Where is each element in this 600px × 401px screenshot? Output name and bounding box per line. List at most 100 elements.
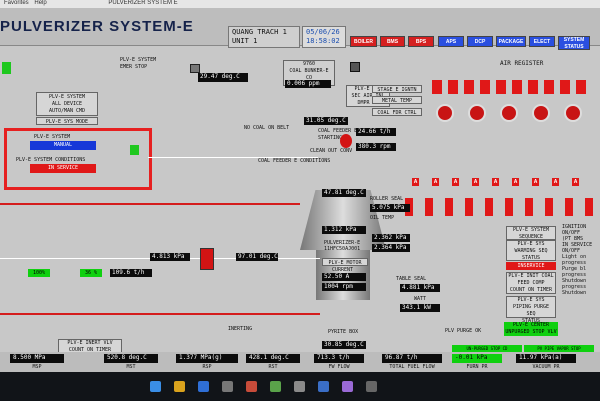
folder-icon[interactable] [174, 381, 185, 392]
all-device-box[interactable]: PLV-E SYSTEM ALL DEVICE AUTO/MAN CMD [36, 92, 98, 116]
no-coal-label: NO COAL ON BELT [244, 125, 290, 131]
app-icon[interactable] [366, 381, 377, 392]
all-device-line: AUTO/MAN CMD [48, 108, 86, 114]
burner-fan-icon[interactable] [436, 104, 454, 122]
app-icon[interactable] [222, 381, 233, 392]
inservice-status[interactable]: INSERVICE [506, 262, 556, 270]
burner-valves[interactable] [405, 198, 595, 216]
watt-value: 343.1 kW [400, 304, 440, 312]
bunker-title: COAL BUNKER-E [289, 68, 329, 74]
manual-mode-button[interactable]: MANUAL [30, 141, 96, 150]
warming-seq-box[interactable]: PLV-E SYS WARMING SEQ STATUS [506, 240, 556, 261]
menu-help[interactable]: Help [34, 0, 47, 6]
feeder-temp-value: 29.47 deg.C [198, 73, 248, 82]
browser-icon[interactable] [198, 381, 209, 392]
pa-damper-icon[interactable] [200, 248, 214, 270]
nav-aps-button[interactable]: APS [438, 36, 464, 47]
plant-name: QUANG TRACH 1 [232, 28, 287, 36]
piping-purge-box[interactable]: PLV-E SYS PIPING PURGE SEQ STATUS [506, 296, 556, 324]
piping-line: STATUS [521, 318, 541, 324]
app-icon[interactable] [294, 381, 305, 392]
in-service-button[interactable]: IN SERVICE [30, 164, 96, 173]
feeder-flow-value: 24.66 t/h [356, 128, 396, 136]
side-note: progress [562, 260, 587, 266]
bottom-status-bar [0, 352, 600, 372]
msp-value: 8.500 MPa [10, 354, 64, 363]
emer-stop-label: EMER STOP [120, 64, 148, 70]
total-fuel-label: TOTAL FUEL FLOW [389, 364, 435, 370]
menu-favorites[interactable]: Favorites [4, 0, 29, 6]
sequence-line: SEQUENCE [518, 234, 544, 240]
burner-fan-icon[interactable] [468, 104, 486, 122]
alarm-a-icon: A [452, 178, 459, 186]
roller-seal-value: 5.075 kPa [370, 204, 410, 212]
mill-dp-value: 1.312 kPa [322, 226, 366, 234]
vacuum-pr-label: VACUUM PR [532, 364, 560, 370]
side-note: Purge bl [562, 266, 587, 272]
burner-fan-icon[interactable] [500, 104, 518, 122]
table-seal-label: TABLE SEAL [396, 276, 427, 282]
nav-system-status-button[interactable]: SYSTEM STATUS [558, 36, 590, 50]
mill-motor-label[interactable]: PLV-E MOTOR [322, 258, 368, 266]
mill-val-b: 2.364 kPa [372, 244, 410, 252]
pipe-vapor-stop: PV PIPE VAPOR STOP [524, 345, 594, 352]
nav-dcp-button[interactable]: DCP [467, 36, 493, 47]
coal-fdr-ctrl-box[interactable]: COAL FDR CTRL [372, 108, 422, 116]
burner-fan-icon[interactable] [564, 104, 582, 122]
screen-title: PULVERIZER SYSTEM-E [0, 18, 194, 35]
center-line: PLV-E CENTER [512, 322, 550, 328]
sequence-notes: IGNITION ON/OFF (PT BMS IN SERVICE ON/OF… [562, 224, 600, 348]
nav-package-button[interactable]: PACKAGE [496, 36, 526, 47]
side-note: Shutdown [562, 290, 587, 296]
init-coal-line: PLV-E INIT COAL [508, 273, 554, 279]
rst-label: RST [268, 364, 278, 370]
burner-fan-icon[interactable] [532, 104, 550, 122]
warming-line: PLV-E SYS [517, 241, 545, 247]
coal-feeder-cond-line[interactable]: COAL FEEDER E CONDITIONS [258, 158, 331, 164]
init-coal-line: COUNT ON TIMER [509, 287, 553, 293]
mill-current-value: 52.50 A [322, 273, 366, 281]
alarm-a-icon: A [552, 178, 559, 186]
warming-status-label: STATUS [521, 255, 541, 261]
sec-air-line: SEC AIR INL [351, 93, 385, 99]
sec-air-damper-icon[interactable] [350, 62, 360, 72]
date-time-box: 05/06/26 18:58:02 [302, 26, 346, 48]
left-temp-value: 97.01 deg.C [236, 253, 278, 261]
piping-line: PIPING PURGE SEQ [512, 304, 550, 317]
coal-feeder-status: STARTING [318, 135, 343, 141]
nav-bms-button[interactable]: BMS [380, 36, 405, 47]
vacuum-pr-value: 11.97 kPa(a) [516, 354, 576, 363]
sec-air-line: DMPR CD [357, 100, 379, 106]
emer-stop-switch[interactable] [190, 64, 200, 73]
air-register-dampers[interactable] [432, 80, 592, 94]
coal-path-line [148, 157, 318, 158]
center-stop-valve[interactable]: PLV-E CENTER UNPURGED STOP VLV [504, 322, 558, 336]
fw-flow-value: 713.3 t/h [314, 354, 364, 363]
furn-pr-label: FURN PR [466, 364, 488, 370]
coal-feeder-label: COAL FEEDER E [318, 128, 358, 134]
init-coal-box[interactable]: PLV-E INIT COAL FEED COMP COUNT ON TIMER [506, 272, 556, 294]
manual-title: PLV-E SYSTEM [34, 134, 71, 140]
app-icon[interactable] [246, 381, 257, 392]
app-header [0, 8, 600, 46]
inert-timer-line: COUNT ON TIMER [68, 347, 112, 353]
bunker-top-value: 9760 [302, 61, 316, 67]
msp-label: MSP [32, 364, 42, 370]
window-tab-title[interactable]: PULVERIZER SYSTEM E [108, 0, 178, 6]
app-icon[interactable] [342, 381, 353, 392]
inert-line [0, 313, 320, 315]
app-icon[interactable] [270, 381, 281, 392]
rst-value: 428.1 deg.C [246, 354, 300, 363]
nav-elect-button[interactable]: ELECT [529, 36, 555, 47]
stage-ignition-box[interactable]: STAGE E IGNTN [372, 85, 422, 93]
valve-green-icon[interactable] [130, 145, 139, 155]
time-text: 18:58:02 [306, 37, 340, 45]
start-icon[interactable] [150, 381, 161, 392]
nav-bps-button[interactable]: BPS [408, 36, 434, 47]
feeder-motor-icon[interactable] [340, 134, 352, 148]
conditions-title: PLV-E SYSTEM CONDITIONS [16, 157, 86, 163]
app-icon[interactable] [318, 381, 329, 392]
left-flow-value: 109.6 t/h [110, 269, 152, 277]
nav-boiler-button[interactable]: BOILER [350, 36, 377, 47]
metal-temp-box[interactable]: METAL TEMP [372, 96, 422, 104]
